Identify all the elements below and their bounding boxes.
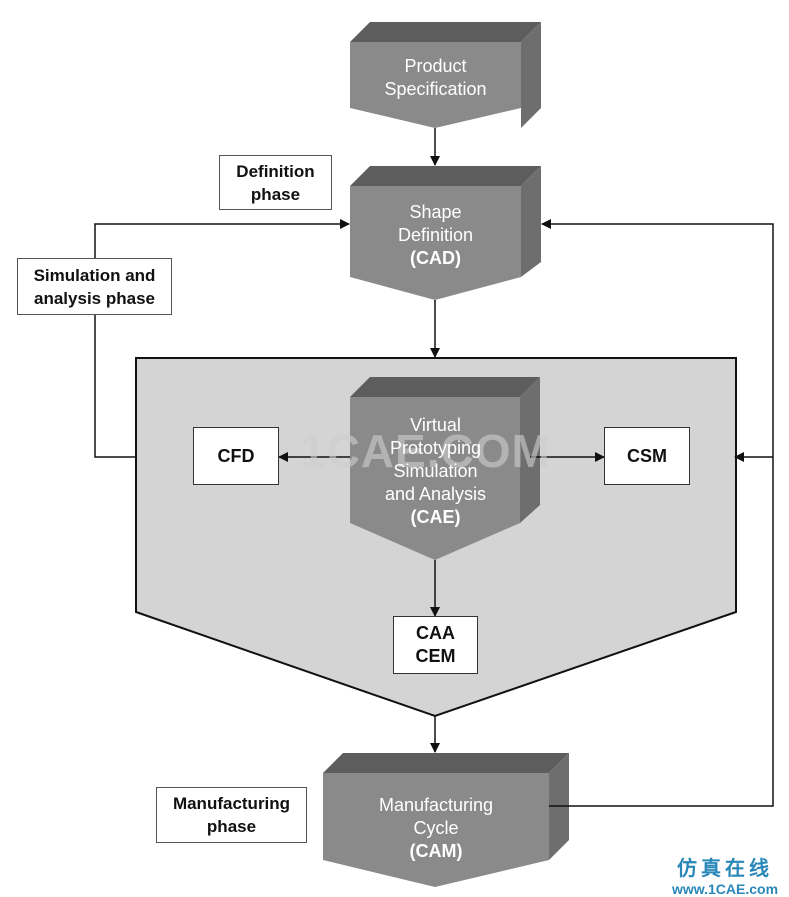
- simulation-phase-line-1: Simulation and: [33, 265, 156, 285]
- shape-definition-line-2: Definition: [397, 225, 474, 245]
- virtual-prototyping-label: Virtual Prototyping Simulation and Analy…: [350, 414, 521, 529]
- caa-label: CAA: [416, 623, 455, 643]
- simulation-phase-label: Simulation and analysis phase: [17, 258, 172, 315]
- cem-label: CEM: [415, 646, 456, 666]
- site-logo-url: www.1CAE.com: [671, 881, 779, 897]
- product-spec-label: Product Specification: [350, 55, 521, 101]
- manufacturing-phase-line-2: phase: [206, 817, 257, 836]
- virtual-line-4: and Analysis: [384, 484, 487, 504]
- shape-definition-line-1: Shape: [409, 202, 462, 222]
- cfd-label: CFD: [217, 445, 255, 466]
- virtual-prototyping-block: [350, 377, 540, 560]
- caa-cem-box: CAA CEM: [393, 616, 478, 674]
- site-logo: 仿真在线 www.1CAE.com: [665, 852, 785, 897]
- manufacturing-phase-label: Manufacturing phase: [156, 787, 307, 843]
- definition-phase-line-2: phase: [250, 184, 301, 204]
- virtual-line-2: Prototyping: [389, 438, 482, 458]
- product-spec-line-1: Product: [404, 56, 467, 76]
- virtual-line-1: Virtual: [410, 415, 461, 435]
- manufacturing-line-1: Manufacturing: [378, 795, 494, 815]
- manufacturing-line-2: Cycle: [413, 818, 459, 838]
- manufacturing-label: Manufacturing Cycle (CAM): [323, 794, 549, 863]
- shape-definition-line-3: (CAD): [410, 248, 461, 268]
- manufacturing-phase-line-1: Manufacturing: [172, 794, 291, 813]
- loop-simulation-feedback: [94, 219, 350, 458]
- cfd-box: CFD: [193, 427, 279, 485]
- definition-phase-line-1: Definition: [236, 161, 315, 181]
- manufacturing-block: [323, 753, 569, 887]
- simulation-phase-line-2: analysis phase: [34, 288, 155, 308]
- product-spec-line-2: Specification: [384, 79, 487, 99]
- shape-definition-label: Shape Definition (CAD): [350, 201, 521, 270]
- manufacturing-line-3: (CAM): [409, 841, 463, 861]
- watermark-text: 1CAE.COM: [300, 425, 551, 477]
- definition-phase-label: Definition phase: [219, 155, 332, 210]
- product-spec-block: [350, 22, 541, 128]
- loop-manufacturing-feedback: [541, 219, 774, 807]
- csm-label: CSM: [627, 445, 667, 466]
- virtual-line-3: Simulation: [393, 461, 478, 481]
- shape-definition-block: [350, 166, 541, 300]
- virtual-line-5: (CAE): [410, 507, 461, 527]
- site-logo-cn: 仿真在线: [677, 856, 773, 880]
- csm-box: CSM: [604, 427, 690, 485]
